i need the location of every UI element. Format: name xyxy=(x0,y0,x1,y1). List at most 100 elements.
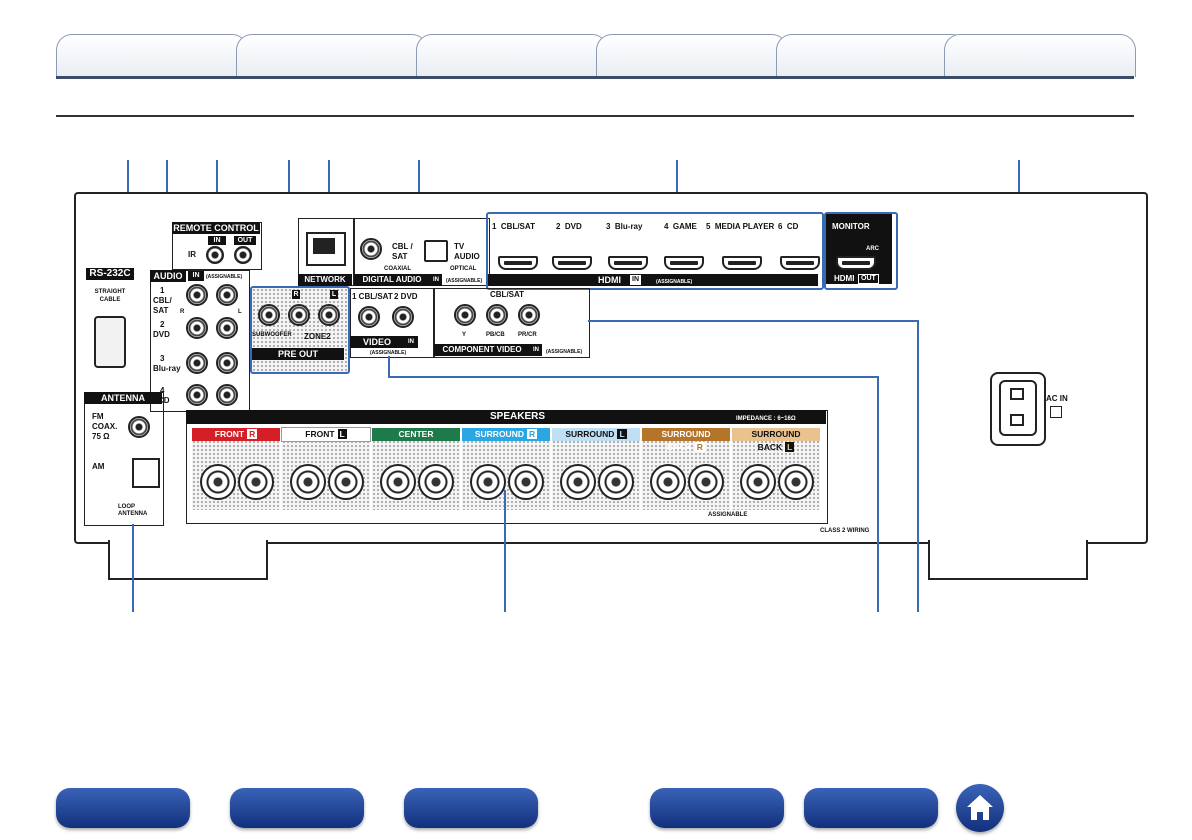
audio-jack[interactable] xyxy=(186,284,208,306)
hdmi-in-port[interactable] xyxy=(552,256,592,270)
hdmi-in-port[interactable] xyxy=(664,256,704,270)
speaker-channel-side: R xyxy=(526,429,538,439)
zone2-jack[interactable] xyxy=(288,304,310,326)
tab-3[interactable] xyxy=(416,34,608,77)
tab-1[interactable] xyxy=(56,34,248,77)
audio-jack[interactable] xyxy=(186,317,208,339)
rs232c-port[interactable] xyxy=(94,316,126,368)
speaker-binding-post[interactable] xyxy=(418,464,454,500)
component-source-label: CBL/SAT xyxy=(490,290,525,299)
home-button[interactable] xyxy=(956,784,1004,832)
tab-4[interactable] xyxy=(596,34,788,77)
speaker-binding-post[interactable] xyxy=(200,464,236,500)
ac-in-label: AC IN xyxy=(1046,394,1068,403)
speaker-binding-post[interactable] xyxy=(470,464,506,500)
tab-6[interactable] xyxy=(944,34,1136,77)
nav-button-2[interactable] xyxy=(230,788,364,828)
callout-line xyxy=(588,320,918,322)
straight-cable-label: STRAIGHT CABLE xyxy=(94,289,126,303)
hdmi-input-label: 3 Blu-ray xyxy=(606,222,643,231)
speaker-binding-post[interactable] xyxy=(508,464,544,500)
speaker-binding-post[interactable] xyxy=(238,464,274,500)
tab-5[interactable] xyxy=(776,34,968,77)
video-jack[interactable] xyxy=(358,306,380,328)
speaker-binding-post[interactable] xyxy=(688,464,724,500)
optical-port[interactable] xyxy=(424,240,448,262)
subwoofer-jack[interactable] xyxy=(258,304,280,326)
audio-jack[interactable] xyxy=(216,284,238,306)
speaker-binding-post[interactable] xyxy=(740,464,776,500)
remote-in-label: IN xyxy=(208,236,226,245)
speaker-channel-name: SURROUND BACK xyxy=(751,429,801,452)
speaker-binding-post[interactable] xyxy=(650,464,686,500)
hdmi-assignable-label: (ASSIGNABLE) xyxy=(656,279,693,285)
hdmi-out-box xyxy=(824,212,898,290)
hdmi-in-port[interactable] xyxy=(608,256,648,270)
ac-in-square xyxy=(1050,406,1062,418)
speaker-binding-post[interactable] xyxy=(328,464,364,500)
audio-jack[interactable] xyxy=(186,384,208,406)
hdmi-out-label: OUT xyxy=(858,274,879,284)
speaker-channel-side: R xyxy=(694,442,705,452)
speaker-binding-post[interactable] xyxy=(598,464,634,500)
network-label: NETWORK xyxy=(298,274,352,286)
fm-label: FM COAX. 75 Ω xyxy=(92,412,118,441)
hdmi-in-port[interactable] xyxy=(498,256,538,270)
component-jack[interactable] xyxy=(518,304,540,326)
hdmi-in-label: IN xyxy=(630,275,641,285)
video-jack[interactable] xyxy=(392,306,414,328)
video-input-label: 1 CBL/SAT xyxy=(352,292,393,301)
speaker-binding-post[interactable] xyxy=(560,464,596,500)
remote-control-label: REMOTE CONTROL xyxy=(172,222,260,234)
zone2-jack[interactable] xyxy=(318,304,340,326)
impedance-label: IMPEDANCE : 6~16Ω xyxy=(736,416,796,422)
audio-input-1-num: 1 xyxy=(160,286,165,295)
speaker-binding-post[interactable] xyxy=(290,464,326,500)
digital-audio-label: DIGITAL AUDIO xyxy=(354,274,430,286)
am-antenna-terminal[interactable] xyxy=(132,458,160,488)
tab-2[interactable] xyxy=(236,34,428,77)
speakers-title-bar xyxy=(186,410,826,424)
ac-pin xyxy=(1010,414,1024,426)
speaker-channel-name: SURROUND xyxy=(474,429,524,439)
audio-input-3-num: 3 xyxy=(160,354,165,363)
component-jack[interactable] xyxy=(486,304,508,326)
coaxial-name-label: CBL / SAT xyxy=(392,242,413,261)
hdmi-in-title: HDMI xyxy=(598,275,621,285)
speaker-binding-post[interactable] xyxy=(380,464,416,500)
audio-jack[interactable] xyxy=(216,317,238,339)
nav-button-4[interactable] xyxy=(650,788,784,828)
nav-button-5[interactable] xyxy=(804,788,938,828)
speaker-binding-post[interactable] xyxy=(778,464,814,500)
home-icon xyxy=(967,795,993,820)
audio-jack[interactable] xyxy=(216,384,238,406)
audio-assignable-label: (ASSIGNABLE) xyxy=(206,274,243,280)
hdmi-in-bar xyxy=(488,274,818,286)
audio-jack[interactable] xyxy=(216,352,238,374)
remote-out-jack[interactable] xyxy=(234,246,252,264)
nav-button-3[interactable] xyxy=(404,788,538,828)
optical-label: OPTICAL xyxy=(450,266,477,272)
fm-antenna-jack[interactable] xyxy=(128,416,150,438)
audio-input-4-num: 4 xyxy=(160,386,165,395)
audio-in-label: IN xyxy=(188,271,204,281)
hdmi-in-port[interactable] xyxy=(780,256,820,270)
coaxial-jack[interactable] xyxy=(360,238,382,260)
hdmi-out-port[interactable] xyxy=(836,256,876,270)
component-jack[interactable] xyxy=(454,304,476,326)
speaker-channel-name: FRONT xyxy=(214,429,245,439)
remote-out-label: OUT xyxy=(234,236,256,245)
callout-line xyxy=(504,490,506,612)
monitor-label: MONITOR xyxy=(832,222,870,231)
audio-jack[interactable] xyxy=(186,352,208,374)
remote-in-jack[interactable] xyxy=(206,246,224,264)
hdmi-in-port[interactable] xyxy=(722,256,762,270)
nav-button-1[interactable] xyxy=(56,788,190,828)
hdmi-out-panel xyxy=(826,214,892,284)
